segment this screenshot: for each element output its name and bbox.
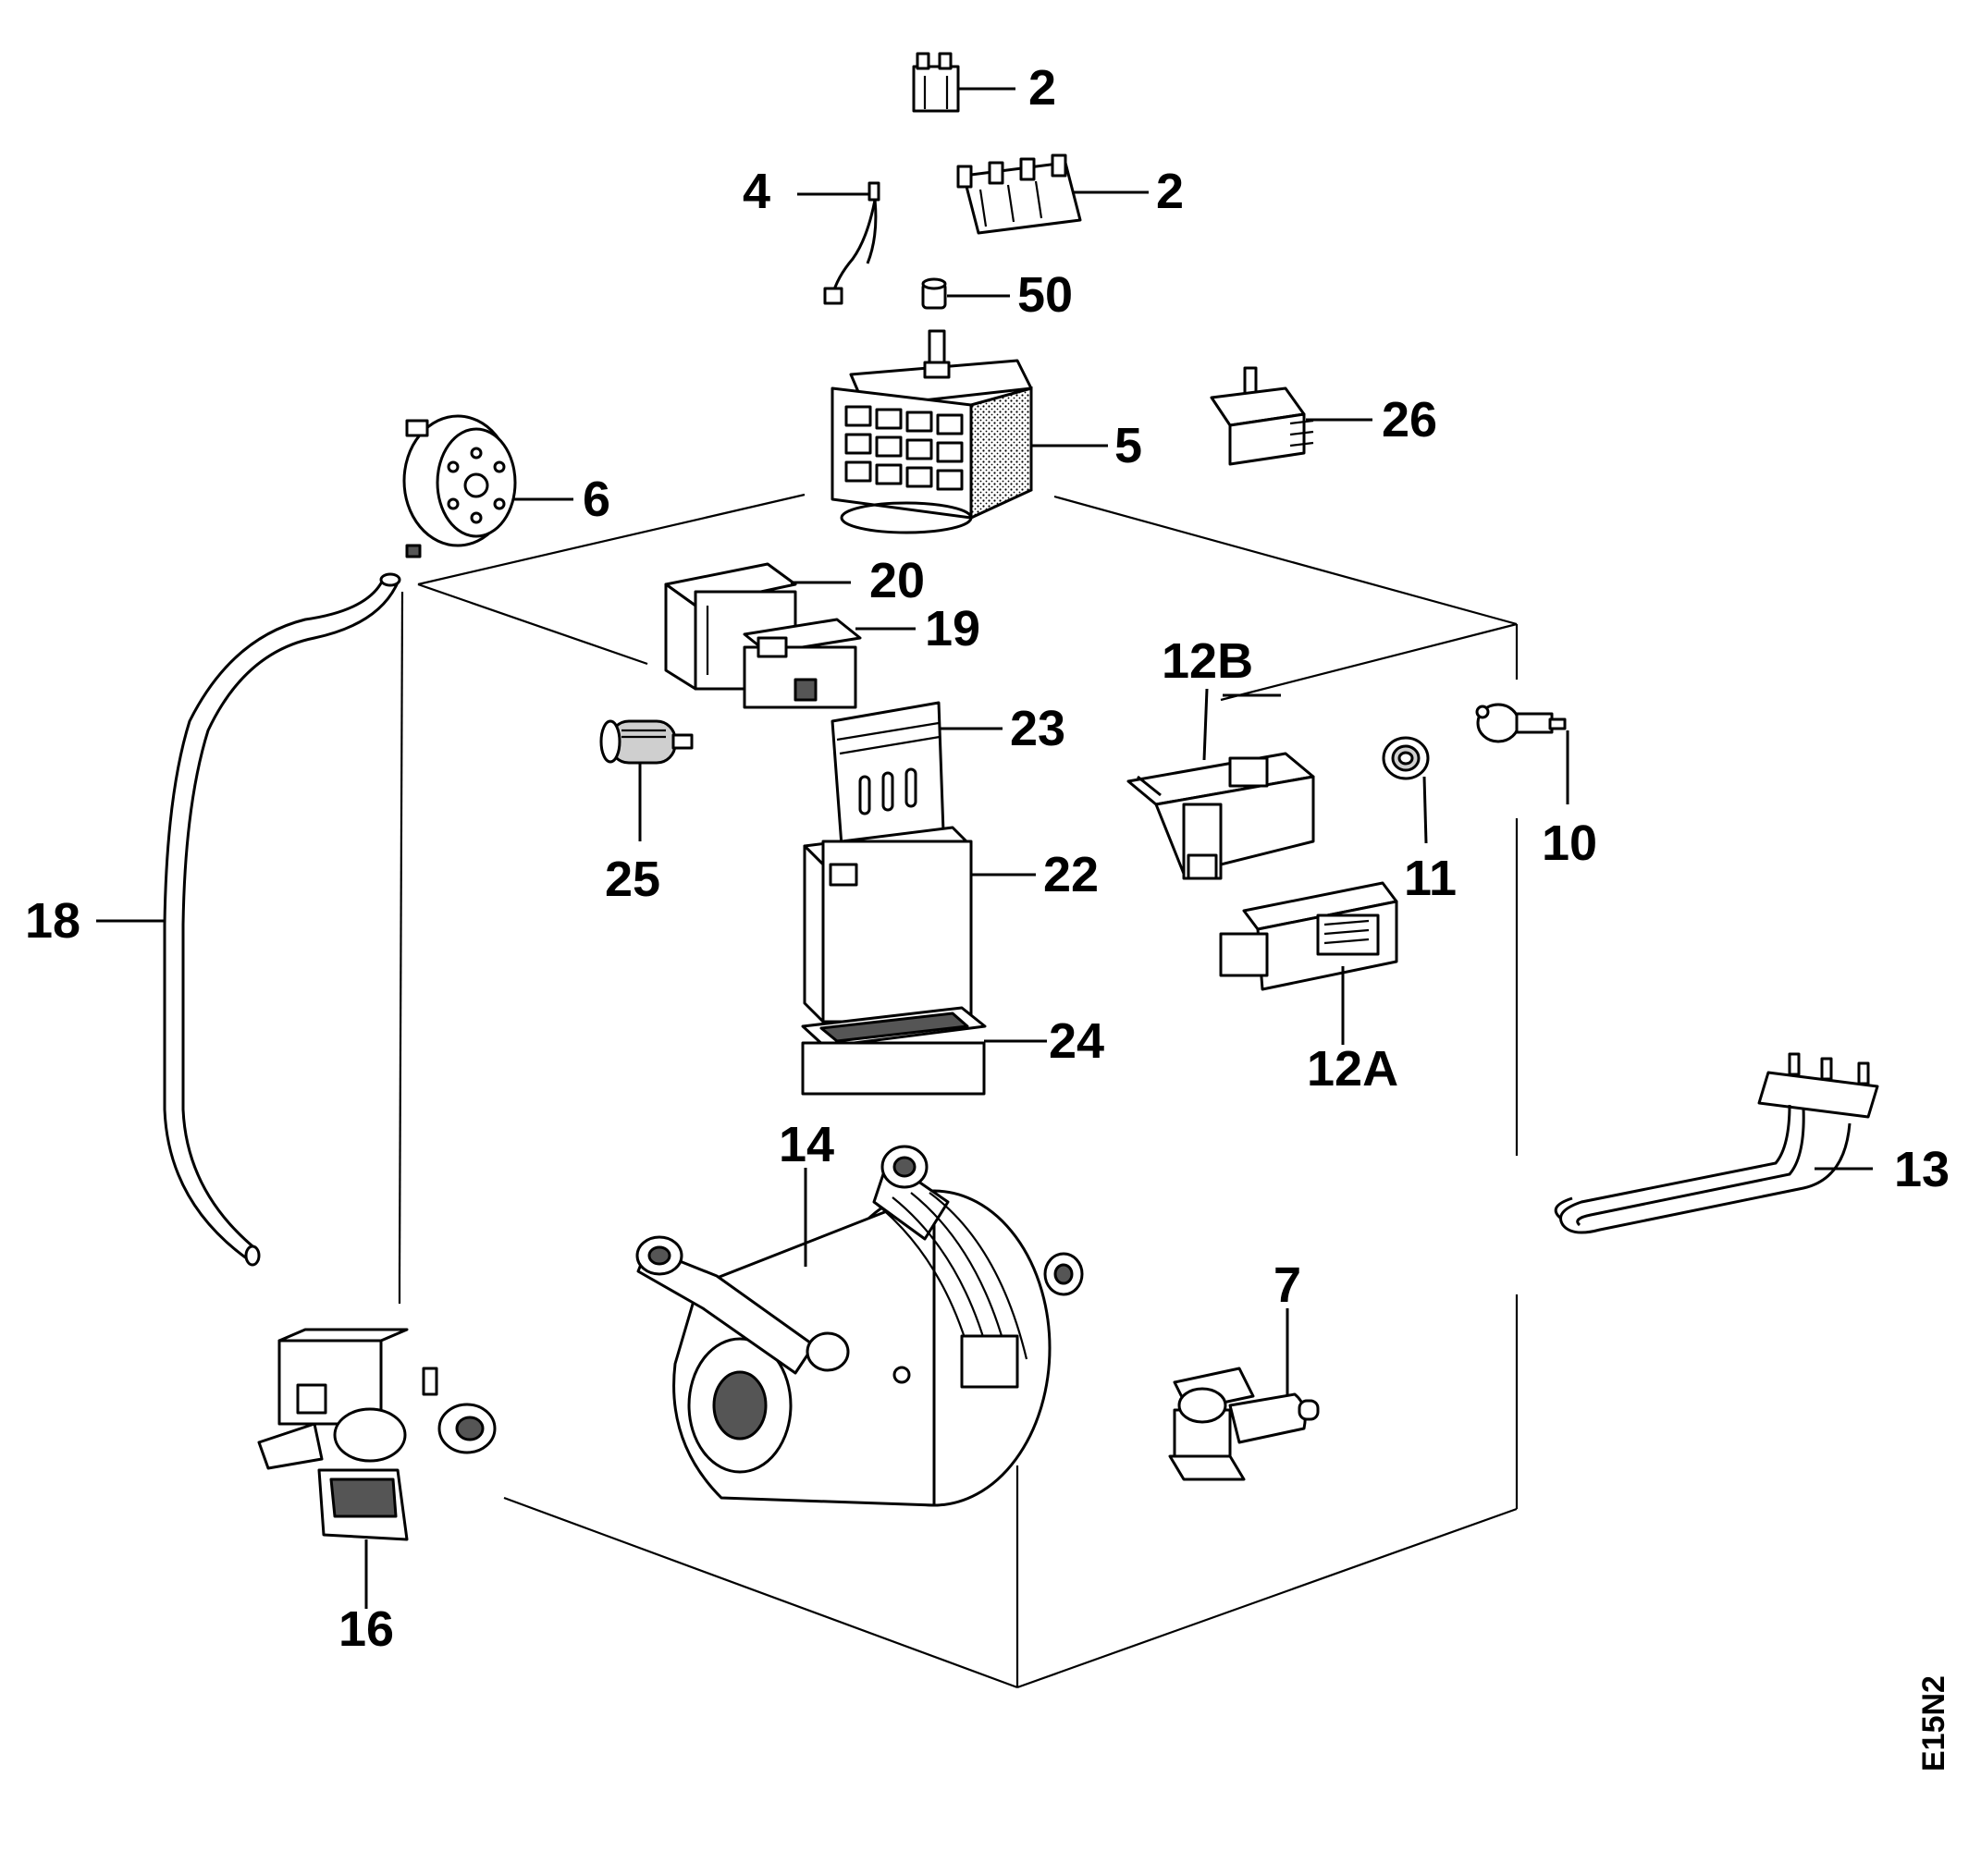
- solenoid-valve-icon: [1168, 1367, 1320, 1481]
- hose-icon: [163, 572, 401, 1267]
- programme-timer-icon: [831, 329, 1033, 534]
- callout-10: 10: [1542, 815, 1597, 871]
- knob-sleeve-icon: [921, 277, 947, 310]
- callout-25: 25: [605, 852, 660, 907]
- terminal-block-wide-icon: [956, 153, 1082, 235]
- callout-12a: 12A: [1307, 1041, 1398, 1097]
- terminal-plate-icon: [831, 701, 945, 848]
- cabinet-outline: [398, 493, 1519, 1689]
- callout-23: 23: [1010, 701, 1065, 756]
- callout-26: 26: [1382, 392, 1437, 448]
- electronic-module-icon: [803, 826, 973, 1024]
- module-base-icon: [801, 1006, 987, 1096]
- grommet-icon: [1382, 736, 1430, 780]
- callout-19: 19: [925, 601, 980, 656]
- selector-switch-icon: [1210, 366, 1314, 466]
- callout-labels: 2 2 4 50 5 26 6 20 19 12B 23 25 22 11 10…: [25, 60, 1950, 1657]
- callout-13: 13: [1894, 1142, 1950, 1197]
- callout-4: 4: [743, 164, 770, 219]
- heating-element-icon: [1554, 1052, 1879, 1234]
- cam-grid: [844, 405, 964, 491]
- thermostat-icon: [1475, 703, 1567, 743]
- callout-24: 24: [1049, 1013, 1104, 1069]
- door-lock-switch-icon: [1219, 881, 1398, 991]
- capacitor-icon: [599, 719, 694, 765]
- callout-14: 14: [779, 1117, 834, 1172]
- drain-pump-icon: [257, 1328, 497, 1541]
- terminal-block-small-icon: [912, 52, 960, 113]
- timer-motor-icon: [402, 414, 517, 558]
- callout-50: 50: [1017, 267, 1073, 323]
- callout-16: 16: [338, 1601, 394, 1657]
- wire-lead-icon: [823, 181, 880, 305]
- pressure-switch-icon: [1126, 752, 1315, 880]
- drawing-code: E15N2: [1916, 1675, 1951, 1772]
- callout-5: 5: [1114, 418, 1142, 473]
- callout-20: 20: [869, 553, 925, 608]
- callout-11: 11: [1404, 851, 1457, 906]
- door-interlock-icon: [743, 618, 862, 709]
- callout-7: 7: [1274, 1257, 1301, 1313]
- callout-22: 22: [1043, 847, 1099, 902]
- callout-2-wide: 2: [1156, 164, 1184, 219]
- callout-18: 18: [25, 893, 80, 949]
- callout-2-top: 2: [1028, 60, 1056, 116]
- motor-icon: [635, 1145, 1084, 1507]
- callout-6: 6: [583, 472, 610, 527]
- callout-12b: 12B: [1162, 633, 1253, 689]
